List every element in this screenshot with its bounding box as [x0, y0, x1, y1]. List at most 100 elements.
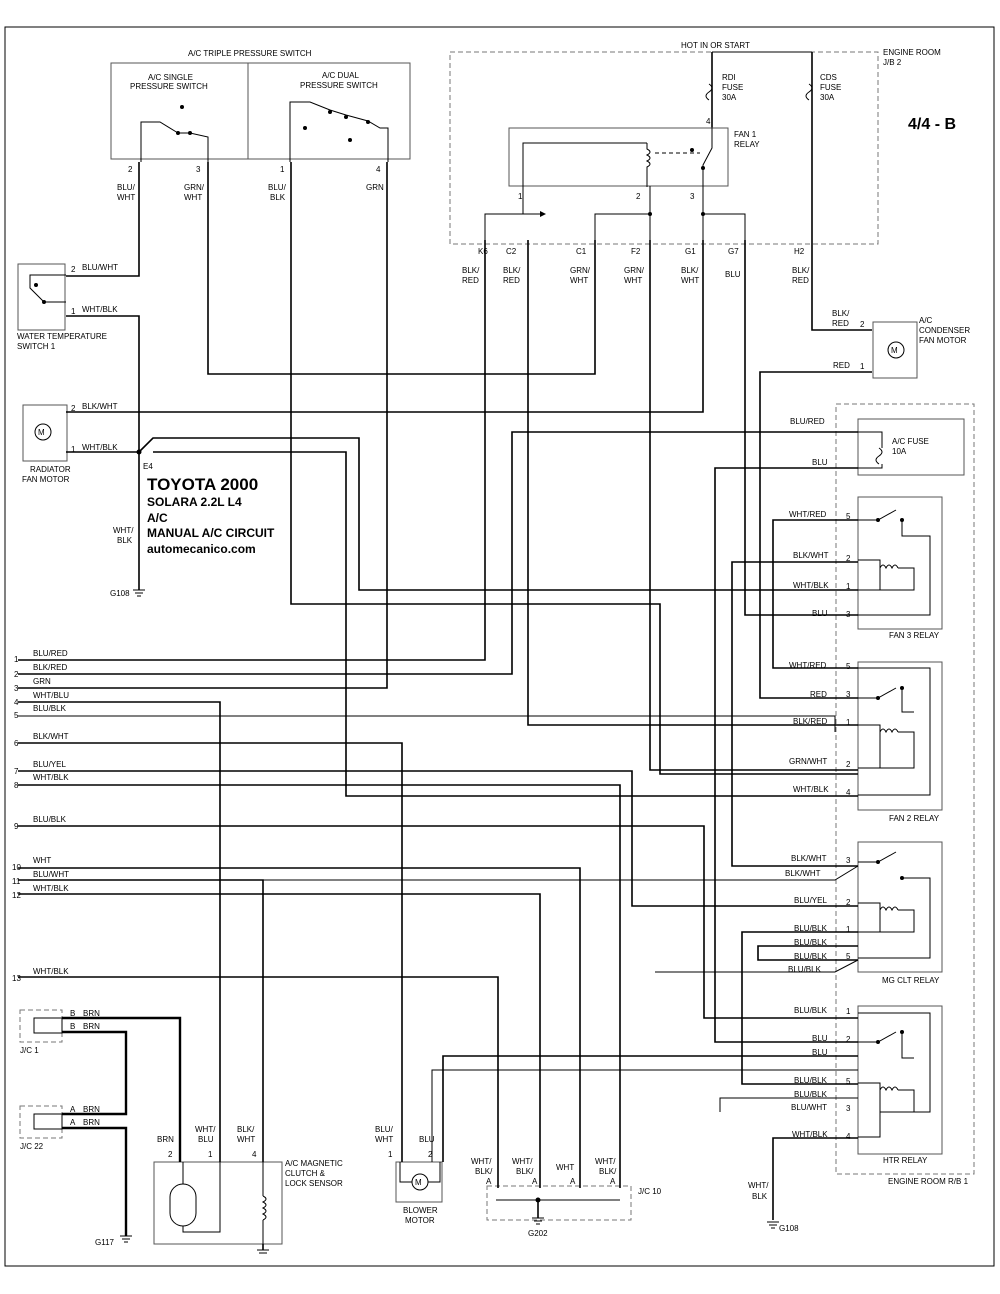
fan3-relay-label: FAN 3 RELAY	[889, 631, 940, 640]
pin-label: A	[532, 1177, 538, 1186]
pin-label: 4	[252, 1150, 257, 1159]
pin-label: 3	[14, 684, 19, 693]
switch-dot	[366, 120, 370, 124]
rdi-fuse-1: RDI	[722, 73, 736, 82]
single-switch-contact-b	[178, 132, 209, 162]
switch-dot	[303, 126, 307, 130]
jc1-box	[19, 1009, 63, 1043]
wire-label: WHT/BLK	[82, 443, 118, 452]
splice-e4: E4	[143, 462, 153, 471]
wire-label: WHT/BLK	[792, 1130, 828, 1139]
relay-wire	[901, 688, 914, 713]
lock-sensor-icon	[169, 1183, 197, 1227]
mgclt-relay-box	[857, 841, 943, 973]
relay-coil-icon	[879, 728, 899, 734]
blower-motor: M 1 2 BLU/ WHT BLU BLOWER MOTOR	[375, 1125, 443, 1225]
rdi-fuse-icon	[705, 83, 713, 101]
pin-label: 6	[14, 739, 19, 748]
fan1-relay-label-2: RELAY	[734, 140, 760, 149]
ground-symbols	[120, 589, 779, 1254]
wire-label: WHT/	[113, 526, 134, 535]
wire-label: BRN	[157, 1135, 174, 1144]
pin-label: 2	[846, 554, 851, 563]
switch-dot	[176, 131, 180, 135]
junction-dot	[701, 212, 705, 216]
wire-label: BLU/BLK	[794, 924, 828, 933]
switch-dot	[876, 860, 880, 864]
jb2-wire	[522, 186, 540, 215]
jb2-box	[449, 51, 879, 245]
wire-label: GRN/	[184, 183, 205, 192]
pin-label: 10	[12, 863, 21, 872]
switch-dot	[42, 300, 46, 304]
wire-label: WHT	[375, 1135, 393, 1144]
pin-label: 1	[846, 582, 851, 591]
wire-label: RED	[792, 276, 809, 285]
wire-label: WHT/	[195, 1125, 216, 1134]
wire-label: WHT/RED	[789, 661, 827, 670]
motor-icon	[34, 423, 52, 441]
relay-wire	[858, 559, 881, 591]
ground-icon	[120, 1235, 132, 1243]
wire-label: BLU/YEL	[33, 760, 66, 769]
wire-label: GRN/WHT	[789, 757, 827, 766]
pin-label: A	[610, 1177, 616, 1186]
pin-label: 3	[690, 192, 695, 201]
ac-fuse-wire	[858, 464, 883, 469]
wire-label: BLU	[419, 1135, 435, 1144]
switch-dot	[876, 696, 880, 700]
blower-wire	[428, 1162, 441, 1183]
single-switch-label-1: A/C SINGLE	[148, 73, 193, 82]
pin-label: 3	[846, 1104, 851, 1113]
wire-label: BRN	[83, 1118, 100, 1127]
wire-label: BLK/	[503, 266, 521, 275]
pin-label: 1	[860, 362, 865, 371]
motor-symbol: M	[415, 1178, 422, 1187]
fan1-coil-icon	[645, 143, 651, 187]
wire-label: WHT	[570, 276, 588, 285]
wire-label: RED	[503, 276, 520, 285]
dual-switch-label-2: PRESSURE SWITCH	[300, 81, 378, 90]
pin-label: 4	[846, 1132, 851, 1141]
wire-label: WHT/BLK	[793, 581, 829, 590]
cds-fuse-2: FUSE	[820, 83, 841, 92]
wire-label: WHT/BLK	[82, 305, 118, 314]
pin-label: K6	[478, 247, 488, 256]
wire-label: GRN/	[570, 266, 591, 275]
pin-label: A	[70, 1118, 76, 1127]
ac-fuse-wire	[858, 431, 883, 448]
fan1-contact	[702, 128, 713, 190]
wire-label: BLU	[198, 1135, 214, 1144]
pin-label: 12	[12, 891, 21, 900]
wire-label: BLK/	[475, 1167, 493, 1176]
jc10-box	[486, 1185, 632, 1221]
relay-coil-icon	[879, 564, 899, 570]
pin-label: F2	[631, 247, 641, 256]
wire-label: BLU/BLK	[794, 938, 828, 947]
pin-label: 1	[14, 655, 19, 664]
fan1-coil-wire	[522, 142, 647, 186]
wire-label: BRN	[83, 1009, 100, 1018]
pin-label: 4	[706, 117, 711, 126]
fan1-relay-label-1: FAN 1	[734, 130, 757, 139]
wire-label: BLU	[812, 458, 828, 467]
ground-icon	[767, 1221, 779, 1229]
wires	[18, 162, 872, 1250]
single-switch-contact	[140, 121, 179, 162]
pin-label: 2	[14, 670, 19, 679]
wire-label: GRN	[366, 183, 384, 192]
clutch-wire	[182, 1162, 221, 1233]
wire-label: WHT/BLK	[33, 884, 69, 893]
pin-label: 13	[12, 974, 21, 983]
wire-label: BLK/	[516, 1167, 534, 1176]
ac-fuse-icon	[875, 447, 883, 465]
pin-label: 1	[846, 925, 851, 934]
wire-label: BRN	[83, 1105, 100, 1114]
switch-dot	[876, 518, 880, 522]
clutch-box	[153, 1161, 283, 1245]
ground-g108-left: G108	[110, 589, 130, 598]
ground-icon	[532, 1217, 544, 1225]
relay-wire	[880, 909, 915, 933]
water-temp-label-2: SWITCH 1	[17, 342, 56, 351]
switch-dot	[180, 105, 184, 109]
